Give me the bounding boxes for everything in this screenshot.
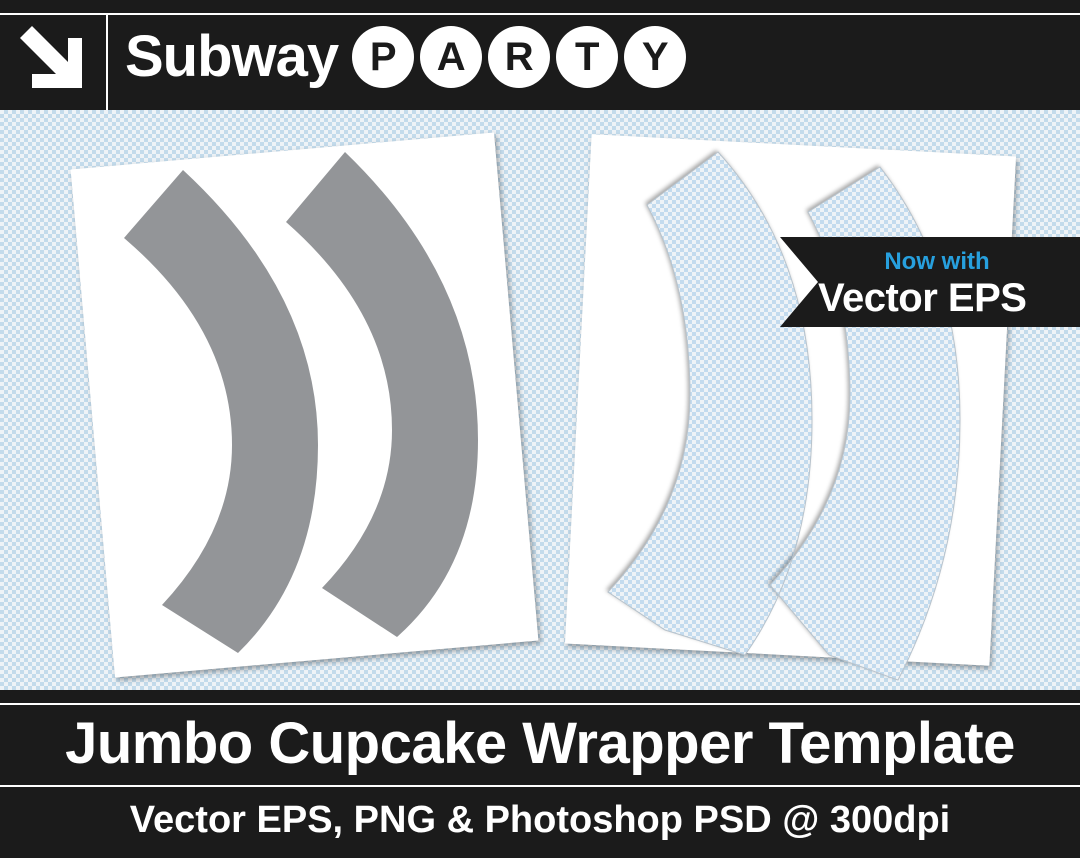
- wrapper-shape-gray: [124, 170, 318, 653]
- product-title: Jumbo Cupcake Wrapper Template: [65, 711, 1015, 776]
- brand-word: Subway: [125, 24, 339, 89]
- wrapper-shape-gray: [286, 152, 478, 637]
- footer-rule-top: [0, 703, 1080, 705]
- product-subtitle: Vector EPS, PNG & Photoshop PSD @ 300dpi: [129, 799, 951, 841]
- brand-letter-circle: R: [488, 26, 551, 88]
- header-top-rule: [0, 13, 1080, 15]
- brand-letter-circle: Y: [624, 26, 687, 88]
- footer-bar: Jumbo Cupcake Wrapper Template Vector EP…: [0, 690, 1080, 858]
- badge-line-1: Now with: [884, 248, 990, 275]
- brand-logo: Subway P A R T Y: [125, 24, 692, 90]
- brand-letter-circle: A: [420, 26, 483, 88]
- badge-line-2: Vector EPS: [818, 276, 1027, 320]
- brand-letter-circle: P: [352, 26, 415, 88]
- footer-rule-middle: [0, 785, 1080, 787]
- header-bar: Subway P A R T Y: [0, 0, 1080, 110]
- header-divider: [106, 15, 108, 110]
- wrapper-shape-cutout: [608, 152, 812, 655]
- brand-letter-circle: T: [556, 26, 619, 88]
- arrow-down-right-icon: [20, 26, 82, 88]
- vector-eps-badge: [780, 237, 1080, 327]
